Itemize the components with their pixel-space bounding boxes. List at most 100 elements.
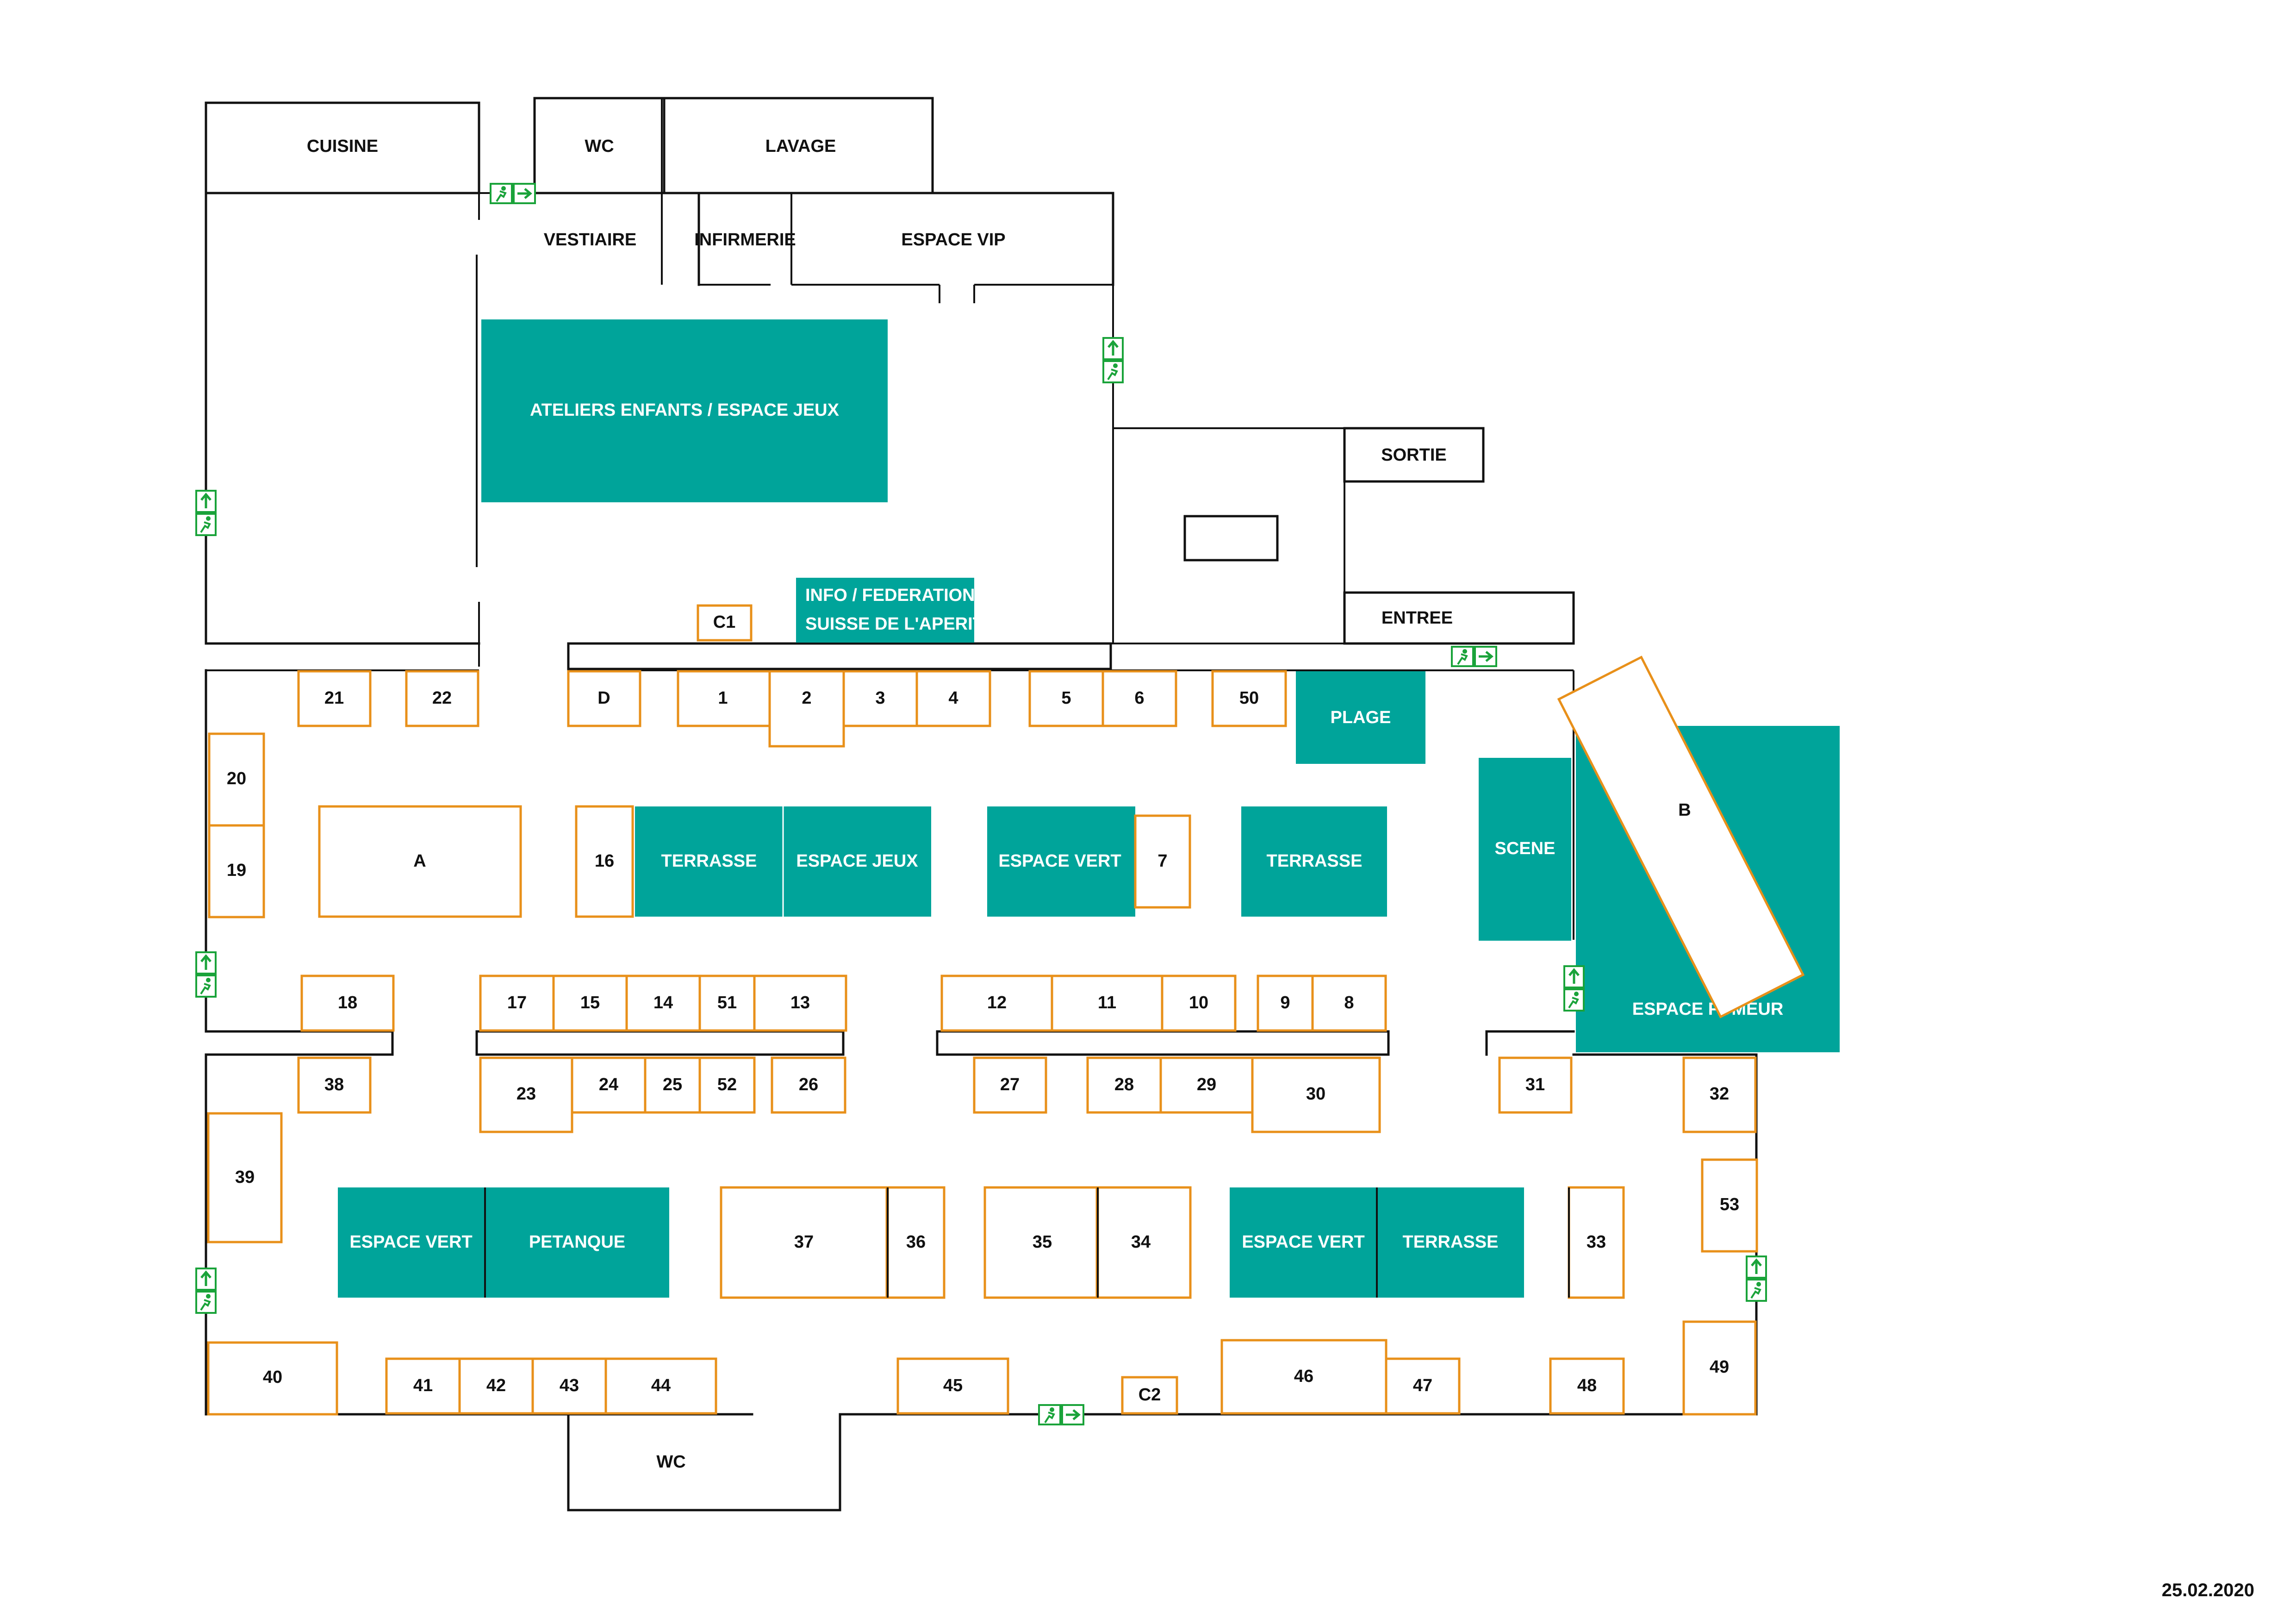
- stand-d[interactable]: [567, 670, 641, 727]
- zone-terrasse-1-label: TERRASSE: [661, 851, 757, 871]
- stand-18[interactable]: [300, 974, 395, 1032]
- stand-47[interactable]: [1385, 1357, 1461, 1415]
- stand-20[interactable]: [208, 732, 265, 827]
- stand-21-label: 21: [324, 688, 344, 708]
- stand-36[interactable]: [886, 1186, 946, 1299]
- stand-48-label: 48: [1577, 1376, 1597, 1395]
- room-entree-label: ENTREE: [1381, 608, 1453, 628]
- zone-info-line2: SUISSE DE L'APERITIF: [805, 614, 999, 634]
- stand-24-label: 24: [599, 1075, 618, 1094]
- zone-petanque: [485, 1187, 669, 1298]
- divider-bar-left: [475, 1030, 845, 1056]
- room-cuisine: [205, 101, 480, 194]
- stand-1[interactable]: [677, 670, 771, 727]
- stand-a[interactable]: [318, 805, 522, 918]
- stand-48[interactable]: [1549, 1357, 1625, 1415]
- zone-terrasse-2-label: TERRASSE: [1267, 851, 1363, 871]
- stand-52[interactable]: [698, 1056, 756, 1114]
- stand-25[interactable]: [644, 1056, 701, 1114]
- stand-53[interactable]: [1701, 1158, 1758, 1253]
- stand-38[interactable]: [297, 1056, 372, 1114]
- stand-4[interactable]: [915, 670, 991, 727]
- stand-b-group: [1557, 656, 1805, 1018]
- stand-34[interactable]: [1096, 1186, 1192, 1299]
- stand-10[interactable]: [1161, 974, 1237, 1032]
- stand-19[interactable]: [208, 824, 265, 918]
- stand-7[interactable]: [1134, 814, 1191, 909]
- stand-15[interactable]: [552, 974, 628, 1032]
- stand-44[interactable]: [604, 1357, 717, 1415]
- stand-46[interactable]: [1220, 1339, 1388, 1415]
- stand-22-label: 22: [432, 688, 452, 708]
- stand-3-label: 3: [875, 688, 885, 708]
- stand-5[interactable]: [1028, 670, 1104, 727]
- stand-26[interactable]: [771, 1056, 846, 1114]
- stand-17[interactable]: [479, 974, 555, 1032]
- stand-13[interactable]: [753, 974, 847, 1032]
- stand-9-label: 9: [1280, 993, 1290, 1012]
- stand-6[interactable]: [1101, 670, 1177, 727]
- zone-espace-fumeur-label: ESPACE FUMEUR: [1632, 999, 1784, 1019]
- stand-8[interactable]: [1311, 974, 1387, 1032]
- stand-41[interactable]: [385, 1357, 461, 1415]
- zone-terrasse-2: [1241, 806, 1387, 917]
- stand-22[interactable]: [405, 670, 479, 727]
- stand-28[interactable]: [1086, 1056, 1162, 1114]
- stand-40-label: 40: [263, 1368, 282, 1387]
- zone-plage-label: PLAGE: [1331, 708, 1391, 727]
- upper-building: CUISINE WC LAVAGE VESTIAIRE INFIRMERIE E…: [205, 97, 1575, 670]
- stand-b[interactable]: [1557, 656, 1805, 1018]
- plan-date: 25.02.2020: [2161, 1580, 2254, 1600]
- stand-35[interactable]: [983, 1186, 1098, 1299]
- divider-bar-right: [936, 1030, 1390, 1056]
- wall-main-bottom: [567, 1053, 1758, 1512]
- stand-40[interactable]: [207, 1341, 338, 1416]
- stand-2[interactable]: [768, 670, 845, 748]
- emergency-exit-sign-icon: [490, 183, 536, 204]
- wall-infirmerie-vip: [697, 192, 1114, 286]
- stand-27[interactable]: [973, 1056, 1047, 1114]
- zone-espace-jeux-label: ESPACE JEUX: [796, 851, 918, 871]
- stand-3[interactable]: [842, 670, 918, 727]
- stand-50[interactable]: [1211, 670, 1287, 727]
- stand-6-label: 6: [1134, 688, 1144, 708]
- stand-51[interactable]: [698, 974, 756, 1032]
- stand-41-label: 41: [413, 1376, 433, 1395]
- zone-scene-label: SCENE: [1495, 839, 1556, 858]
- zone-info-federation: [796, 578, 974, 643]
- stand-32[interactable]: [1682, 1056, 1757, 1133]
- stand-21[interactable]: [297, 670, 372, 727]
- zone-scene: [1479, 758, 1571, 941]
- stand-17-label: 17: [507, 993, 527, 1012]
- stand-39[interactable]: [207, 1112, 283, 1243]
- stand-12[interactable]: [940, 974, 1053, 1032]
- stand-39-label: 39: [235, 1168, 255, 1187]
- emergency-exit-sign-icon: [195, 951, 217, 998]
- zone-ateliers: [481, 319, 888, 502]
- stand-42-label: 42: [486, 1376, 506, 1395]
- stand-42[interactable]: [458, 1357, 534, 1415]
- emergency-exit-sign-icon: [1038, 1404, 1084, 1425]
- stand-49[interactable]: [1682, 1320, 1757, 1416]
- stand-8-label: 8: [1344, 993, 1354, 1012]
- stand-14[interactable]: [625, 974, 701, 1032]
- stand-c1[interactable]: [697, 604, 753, 642]
- stand-28-label: 28: [1114, 1075, 1134, 1094]
- zone-espace-vert-2-label: ESPACE VERT: [349, 1232, 472, 1252]
- stand-31[interactable]: [1498, 1056, 1573, 1114]
- zone-espace-vert-3-label: ESPACE VERT: [1242, 1232, 1364, 1252]
- stand-43[interactable]: [531, 1357, 607, 1415]
- stand-29[interactable]: [1159, 1056, 1254, 1114]
- zone-plage: [1296, 671, 1425, 764]
- wall-main-left: [205, 669, 753, 1416]
- stand-16[interactable]: [575, 805, 634, 918]
- main-hall-walls: WC: [205, 669, 1758, 1512]
- stand-30[interactable]: [1251, 1056, 1381, 1133]
- stand-45[interactable]: [896, 1357, 1009, 1415]
- stand-c2[interactable]: [1121, 1376, 1178, 1415]
- room-cuisine-label: CUISINE: [307, 137, 378, 156]
- stand-9[interactable]: [1257, 974, 1314, 1032]
- stand-c2-label: C2: [1139, 1385, 1161, 1405]
- stand-24[interactable]: [571, 1056, 647, 1114]
- stand-11-label: 11: [1098, 993, 1116, 1012]
